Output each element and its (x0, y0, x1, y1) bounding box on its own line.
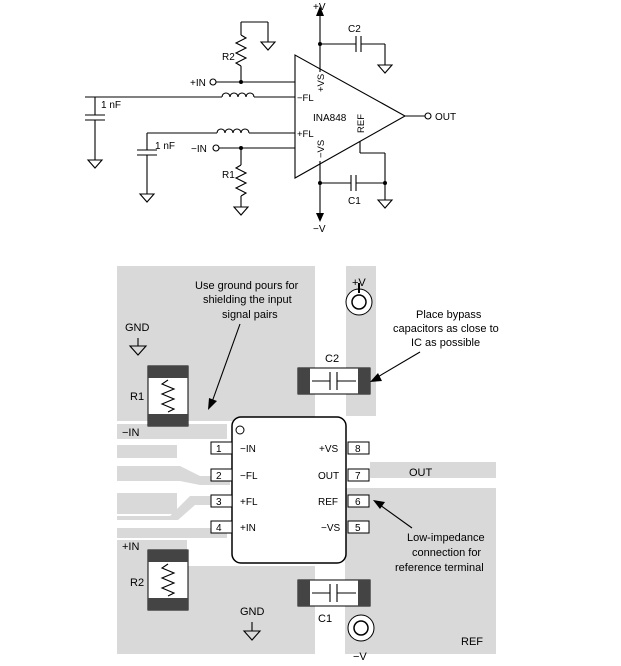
pin-8-name: +VS (319, 444, 339, 455)
pin-2-number: 2 (216, 471, 222, 482)
note-ref-line-1: Low-impedance (407, 532, 485, 544)
layout-out-label: OUT (409, 467, 433, 479)
ic-pins-right: 8 7 6 5 +VS OUT REF −VS (318, 441, 370, 534)
pin-2-name: −FL (240, 471, 258, 482)
layout-in-pos-label: +IN (122, 541, 139, 553)
pin-3-number: 3 (216, 497, 222, 508)
in-neg-label: −IN (191, 144, 207, 155)
capacitor-c2: C2 (297, 353, 371, 395)
pin-1-name: −IN (240, 444, 256, 455)
in-pos-label: +IN (190, 78, 206, 89)
note-bypass-line-3: IC as possible (411, 337, 480, 349)
note-ref-line-3: reference terminal (395, 562, 484, 574)
res-r1-label: R1 (222, 170, 235, 181)
layout-supply-neg-label: −V (353, 651, 367, 663)
cap-c1-label: C1 (348, 196, 361, 207)
res-r2-label: R2 (222, 52, 235, 63)
r1-label: R1 (130, 391, 144, 403)
layout-in-neg-label: −IN (122, 427, 139, 439)
in-pos-terminal (209, 78, 217, 86)
pin-5-name: −VS (321, 523, 341, 534)
pin-1-number: 1 (216, 444, 222, 455)
supply-pos-label: +V (313, 2, 326, 13)
ic-pins-left: 1 2 3 4 −IN −FL +FL +IN (210, 441, 258, 534)
note-ground-line-1: Use ground pours for (195, 280, 299, 292)
pin-6-name: REF (318, 497, 338, 508)
in-neg-terminal (212, 144, 220, 152)
r2-label: R2 (130, 577, 144, 589)
cap-left-1-label: 1 nF (101, 100, 121, 111)
cap-left-2-label: 1 nF (155, 141, 175, 152)
ic-pin1-marker (235, 425, 245, 435)
layout-ref-label: REF (461, 636, 483, 648)
gnd-left-label: GND (125, 322, 150, 334)
pin-plus-fl-label: +FL (297, 129, 314, 140)
pin-4-name: +IN (240, 523, 256, 534)
out-label: OUT (435, 112, 456, 123)
resistor-r2: R2 (130, 549, 189, 611)
note-ref-line-2: connection for (412, 547, 481, 559)
amplifier-triangle (294, 54, 407, 179)
pcb-layout: 1 2 3 4 −IN −FL +FL +IN 8 7 6 5 +VS OUT … (117, 266, 499, 663)
via-neg (347, 614, 375, 642)
cap-c2-label: C2 (348, 24, 361, 35)
pin-4-number: 4 (216, 523, 222, 534)
supply-neg-arrow (316, 213, 324, 222)
pin-ref-label: REF (356, 114, 367, 133)
pin-7-name: OUT (318, 471, 339, 482)
pin-5-number: 5 (355, 523, 361, 534)
note-ground-line-2: shielding the input (203, 294, 292, 306)
c2-label: C2 (325, 353, 339, 365)
capacitor-c1: C1 (297, 579, 371, 625)
supply-neg-label: −V (313, 224, 326, 235)
out-trace (370, 462, 496, 478)
pin-7-number: 7 (355, 471, 361, 482)
c1-label: C1 (318, 613, 332, 625)
pin-8-number: 8 (355, 444, 361, 455)
schematic: INA848 +V C2 +VS −V C1 −VS REF (85, 2, 456, 235)
ic-body (231, 416, 347, 564)
supply-pos-arrow (316, 6, 324, 16)
note-ground-line-3: signal pairs (222, 309, 278, 321)
part-label: INA848 (313, 113, 347, 124)
note-bypass-line-2: capacitors as close to (393, 323, 499, 335)
pin-plus-vs-label: +VS (316, 74, 327, 92)
resistor-r1: R1 (130, 365, 189, 427)
pin-minus-fl-label: −FL (297, 93, 314, 104)
out-terminal (424, 112, 432, 120)
pin-6-number: 6 (355, 497, 361, 508)
pin-minus-vs-label: −VS (316, 140, 327, 158)
pin-3-name: +FL (240, 497, 258, 508)
gnd-bottom-label: GND (240, 606, 265, 618)
note-bypass-line-1: Place bypass (416, 309, 482, 321)
